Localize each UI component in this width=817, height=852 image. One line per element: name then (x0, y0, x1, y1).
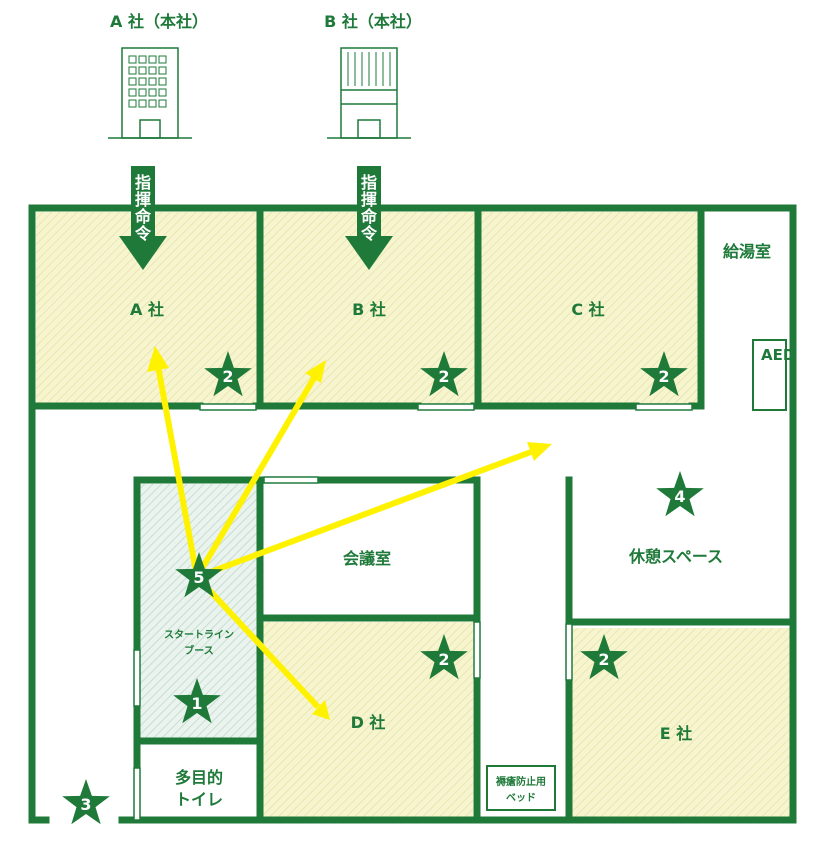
room-a-label: A 社 (130, 300, 164, 319)
star-1-number: 1 (191, 694, 203, 713)
star-2-c (640, 351, 688, 397)
star-markers (62, 351, 704, 825)
aed-box (752, 339, 787, 411)
star-3 (62, 779, 110, 825)
bed-label-line1: 褥瘡防止用 (496, 777, 546, 788)
kitchen-label: 給湯室 (722, 242, 772, 261)
access-arrows (147, 346, 552, 720)
star-2-d (420, 634, 468, 680)
star-4-number: 4 (674, 487, 686, 506)
command-arrow-a (119, 166, 167, 270)
star-2-b (420, 351, 468, 397)
bed-box (486, 765, 556, 811)
star-2-e (580, 634, 628, 680)
room-b-label: B 社 (352, 300, 386, 319)
star-4 (656, 471, 704, 517)
star-2-d-number: 2 (438, 650, 450, 669)
hq-a-label: A 社（本社） (110, 12, 208, 31)
star-2-e-number: 2 (598, 650, 610, 669)
doors (133, 403, 693, 821)
command-label-a: 指揮命令 (135, 173, 152, 243)
star-5-number: 5 (193, 568, 205, 587)
star-3-number: 3 (80, 795, 92, 814)
aed-label: AED (761, 346, 796, 364)
toilet-label-line2: トイレ (174, 790, 224, 809)
start-booth-label-line2: ブース (184, 646, 214, 657)
star-1 (173, 678, 221, 724)
star-2-b-number: 2 (438, 367, 450, 386)
walls (28, 204, 797, 824)
meeting-room-label: 会議室 (342, 549, 392, 568)
start-booth-label-line1: スタートライン (164, 630, 234, 641)
room-d-label: D 社 (350, 713, 386, 732)
command-label-b: 指揮命令 (361, 173, 378, 243)
rest-space-label: 休憩スペース (628, 547, 724, 566)
command-arrow-b (345, 166, 393, 270)
star-2-a-number: 2 (222, 367, 234, 386)
room-c-label: C 社 (571, 300, 605, 319)
star-5 (175, 552, 223, 598)
star-2-a (204, 351, 252, 397)
toilet-label-line1: 多目的 (174, 768, 224, 787)
building-a-icon (108, 47, 192, 139)
star-2-c-number: 2 (658, 367, 670, 386)
room-e-label: E 社 (659, 724, 693, 743)
bed-label-line2: ベッド (506, 793, 536, 804)
building-b-icon (327, 47, 411, 139)
hq-b-label: B 社（本社） (324, 12, 422, 31)
